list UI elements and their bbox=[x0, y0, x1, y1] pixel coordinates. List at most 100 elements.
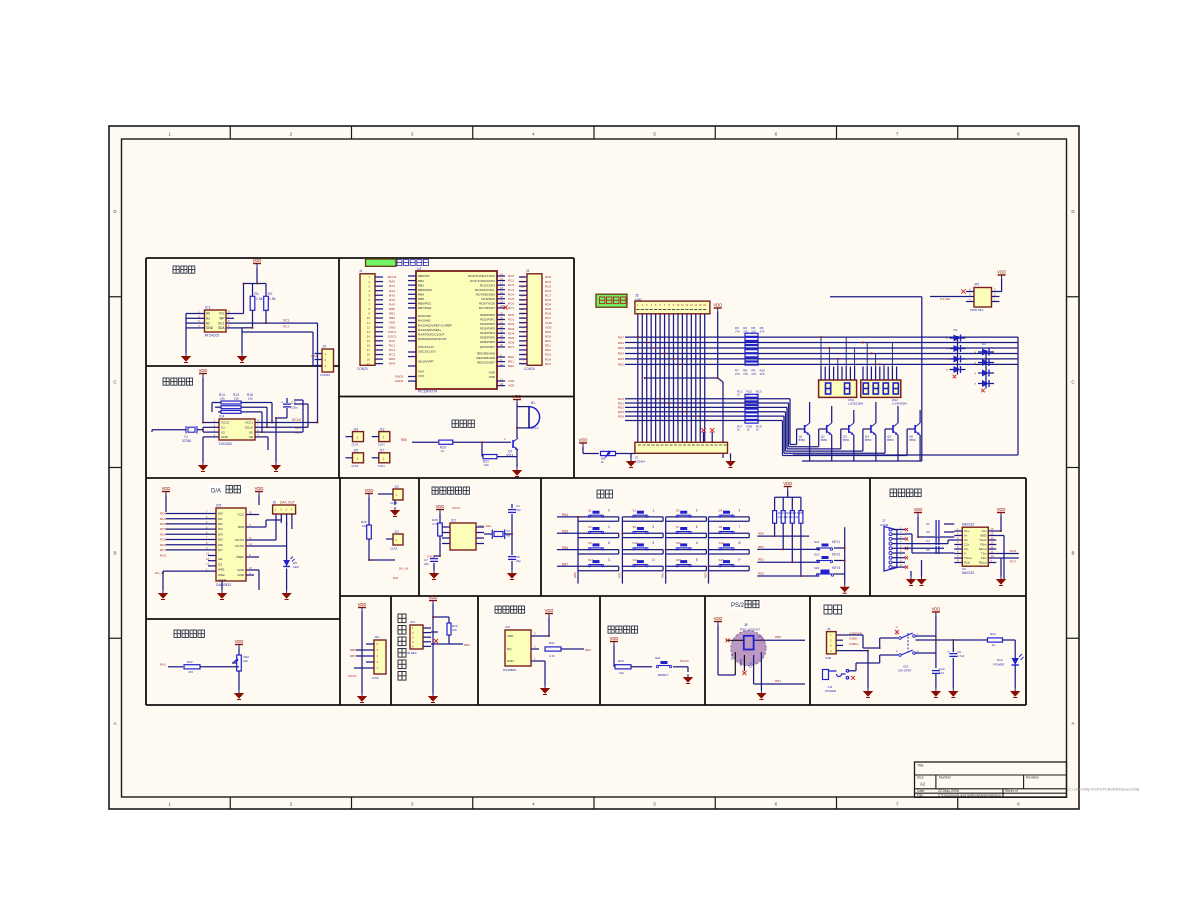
svg-text:VDD: VDD bbox=[513, 394, 522, 399]
svg-text:7: 7 bbox=[896, 802, 899, 807]
svg-text:2: 2 bbox=[957, 532, 959, 536]
svg-text:C: C bbox=[113, 380, 117, 385]
svg-text:D: D bbox=[113, 209, 117, 214]
svg-text:KEY3: KEY3 bbox=[832, 566, 840, 570]
svg-text:a: a bbox=[975, 351, 977, 354]
svg-text:1: 1 bbox=[214, 419, 216, 423]
svg-text:1k: 1k bbox=[737, 427, 741, 431]
svg-text:6: 6 bbox=[969, 288, 971, 292]
svg-text:R8: R8 bbox=[743, 369, 747, 373]
svg-text:S11: S11 bbox=[676, 541, 681, 545]
svg-text:RD2: RD2 bbox=[545, 275, 551, 279]
svg-text:RB6: RB6 bbox=[562, 546, 568, 550]
svg-text:RC5/SDO: RC5/SDO bbox=[481, 297, 495, 301]
svg-text:RB7: RB7 bbox=[350, 654, 356, 658]
svg-text:19: 19 bbox=[500, 291, 504, 295]
svg-text:RD2: RD2 bbox=[618, 406, 624, 410]
svg-text:Size: Size bbox=[917, 776, 924, 780]
svg-text:R28: R28 bbox=[432, 518, 438, 522]
svg-text:7: 7 bbox=[957, 554, 959, 558]
svg-text:RD3: RD3 bbox=[618, 410, 624, 414]
svg-text:19: 19 bbox=[500, 311, 504, 315]
svg-text:20: 20 bbox=[500, 295, 504, 299]
svg-text:CON03: CON03 bbox=[320, 373, 330, 377]
svg-text:2: 2 bbox=[214, 424, 216, 428]
svg-text:8: 8 bbox=[206, 541, 208, 545]
svg-text:7: 7 bbox=[228, 314, 230, 318]
svg-text:RE0/RD/AN5: RE0/RD/AN5 bbox=[477, 352, 495, 356]
svg-text:5: 5 bbox=[522, 344, 524, 348]
svg-text:VDD: VDD bbox=[545, 608, 554, 613]
svg-text:VDD: VDD bbox=[931, 607, 940, 612]
svg-text:7: 7 bbox=[368, 303, 370, 307]
svg-text:7: 7 bbox=[900, 554, 902, 558]
svg-text:ILE: ILE bbox=[218, 557, 223, 561]
svg-text:RE1: RE1 bbox=[545, 344, 551, 348]
svg-text:8: 8 bbox=[500, 353, 502, 357]
svg-text:RB6/PGC: RB6/PGC bbox=[418, 302, 432, 306]
svg-text:RC0: RC0 bbox=[389, 339, 395, 343]
svg-text:SCL: SCL bbox=[283, 319, 290, 323]
svg-text:8: 8 bbox=[228, 310, 230, 314]
svg-text:R19: R19 bbox=[756, 425, 762, 429]
svg-text:J14: J14 bbox=[353, 427, 358, 431]
svg-text:DA_IN: DA_IN bbox=[399, 567, 408, 571]
svg-text:5: 5 bbox=[257, 433, 259, 437]
svg-text:C5: C5 bbox=[926, 548, 930, 552]
svg-text:GND: GND bbox=[237, 573, 245, 577]
svg-text:RD3: RD3 bbox=[160, 527, 166, 531]
svg-text:4: 4 bbox=[532, 132, 535, 137]
svg-text:Q4: Q4 bbox=[865, 435, 869, 439]
svg-text:8: 8 bbox=[608, 541, 610, 545]
svg-text:RB2: RB2 bbox=[464, 643, 470, 647]
svg-text:Vcc: Vcc bbox=[982, 529, 987, 533]
svg-text:VDD: VDD bbox=[508, 384, 515, 388]
svg-text:21: 21 bbox=[500, 300, 504, 304]
svg-text:1k: 1k bbox=[601, 460, 605, 464]
svg-text:S20: S20 bbox=[814, 566, 820, 570]
svg-text:VXX: VXX bbox=[418, 374, 424, 378]
svg-text:RB1: RB1 bbox=[418, 279, 424, 283]
svg-text:CLK1: CLK1 bbox=[352, 464, 359, 468]
svg-text:RC3/SCK/SCL: RC3/SCK/SCL bbox=[475, 288, 495, 292]
svg-text:R9: R9 bbox=[751, 369, 755, 373]
svg-text:9: 9 bbox=[673, 304, 675, 307]
svg-text:R6: R6 bbox=[760, 326, 764, 330]
svg-text:3: 3 bbox=[522, 353, 524, 357]
svg-text:VDD: VDD bbox=[997, 507, 1006, 512]
svg-text:1: 1 bbox=[357, 436, 359, 440]
svg-text:DAC0832: DAC0832 bbox=[216, 583, 231, 587]
svg-text:XFER: XFER bbox=[218, 578, 227, 582]
svg-text:RD5/PSP5: RD5/PSP5 bbox=[480, 336, 495, 340]
svg-text:C4: C4 bbox=[926, 539, 930, 543]
svg-text:CLK: CLK bbox=[757, 635, 763, 639]
svg-text:RD0: RD0 bbox=[389, 357, 395, 361]
svg-text:RB7: RB7 bbox=[562, 563, 568, 567]
svg-text:RD4/PSP4: RD4/PSP4 bbox=[480, 331, 495, 335]
svg-text:RC5: RC5 bbox=[545, 289, 551, 293]
svg-text:RE0: RE0 bbox=[545, 330, 551, 334]
svg-text:D1: D1 bbox=[954, 328, 958, 332]
svg-text:2: 2 bbox=[994, 293, 996, 297]
svg-text:SCLK: SCLK bbox=[245, 426, 254, 430]
svg-text:File:: File: bbox=[917, 794, 923, 798]
svg-text:PIC16F877A: PIC16F877A bbox=[418, 390, 438, 394]
svg-text:IC6: IC6 bbox=[505, 625, 510, 629]
svg-text:2: 2 bbox=[377, 660, 379, 664]
svg-text:20: 20 bbox=[500, 316, 504, 320]
svg-text:a: a bbox=[946, 358, 948, 361]
svg-text:1: 1 bbox=[412, 626, 414, 630]
svg-text:33p: 33p bbox=[424, 562, 429, 566]
svg-text:USBD-: USBD- bbox=[849, 637, 858, 641]
svg-text:C11: C11 bbox=[291, 401, 297, 405]
svg-text:VDD: VDD bbox=[255, 486, 264, 491]
svg-text:RB4: RB4 bbox=[418, 292, 424, 296]
svg-text:OSC1: OSC1 bbox=[427, 555, 436, 559]
svg-text:8550: 8550 bbox=[843, 438, 850, 442]
svg-text:a: a bbox=[946, 369, 948, 372]
svg-text:RC2: RC2 bbox=[389, 348, 395, 352]
svg-text:RB1: RB1 bbox=[617, 572, 621, 578]
svg-text:VDD: VDD bbox=[545, 325, 552, 329]
svg-text:D: D bbox=[652, 558, 655, 562]
svg-text:JP1: JP1 bbox=[974, 283, 980, 287]
